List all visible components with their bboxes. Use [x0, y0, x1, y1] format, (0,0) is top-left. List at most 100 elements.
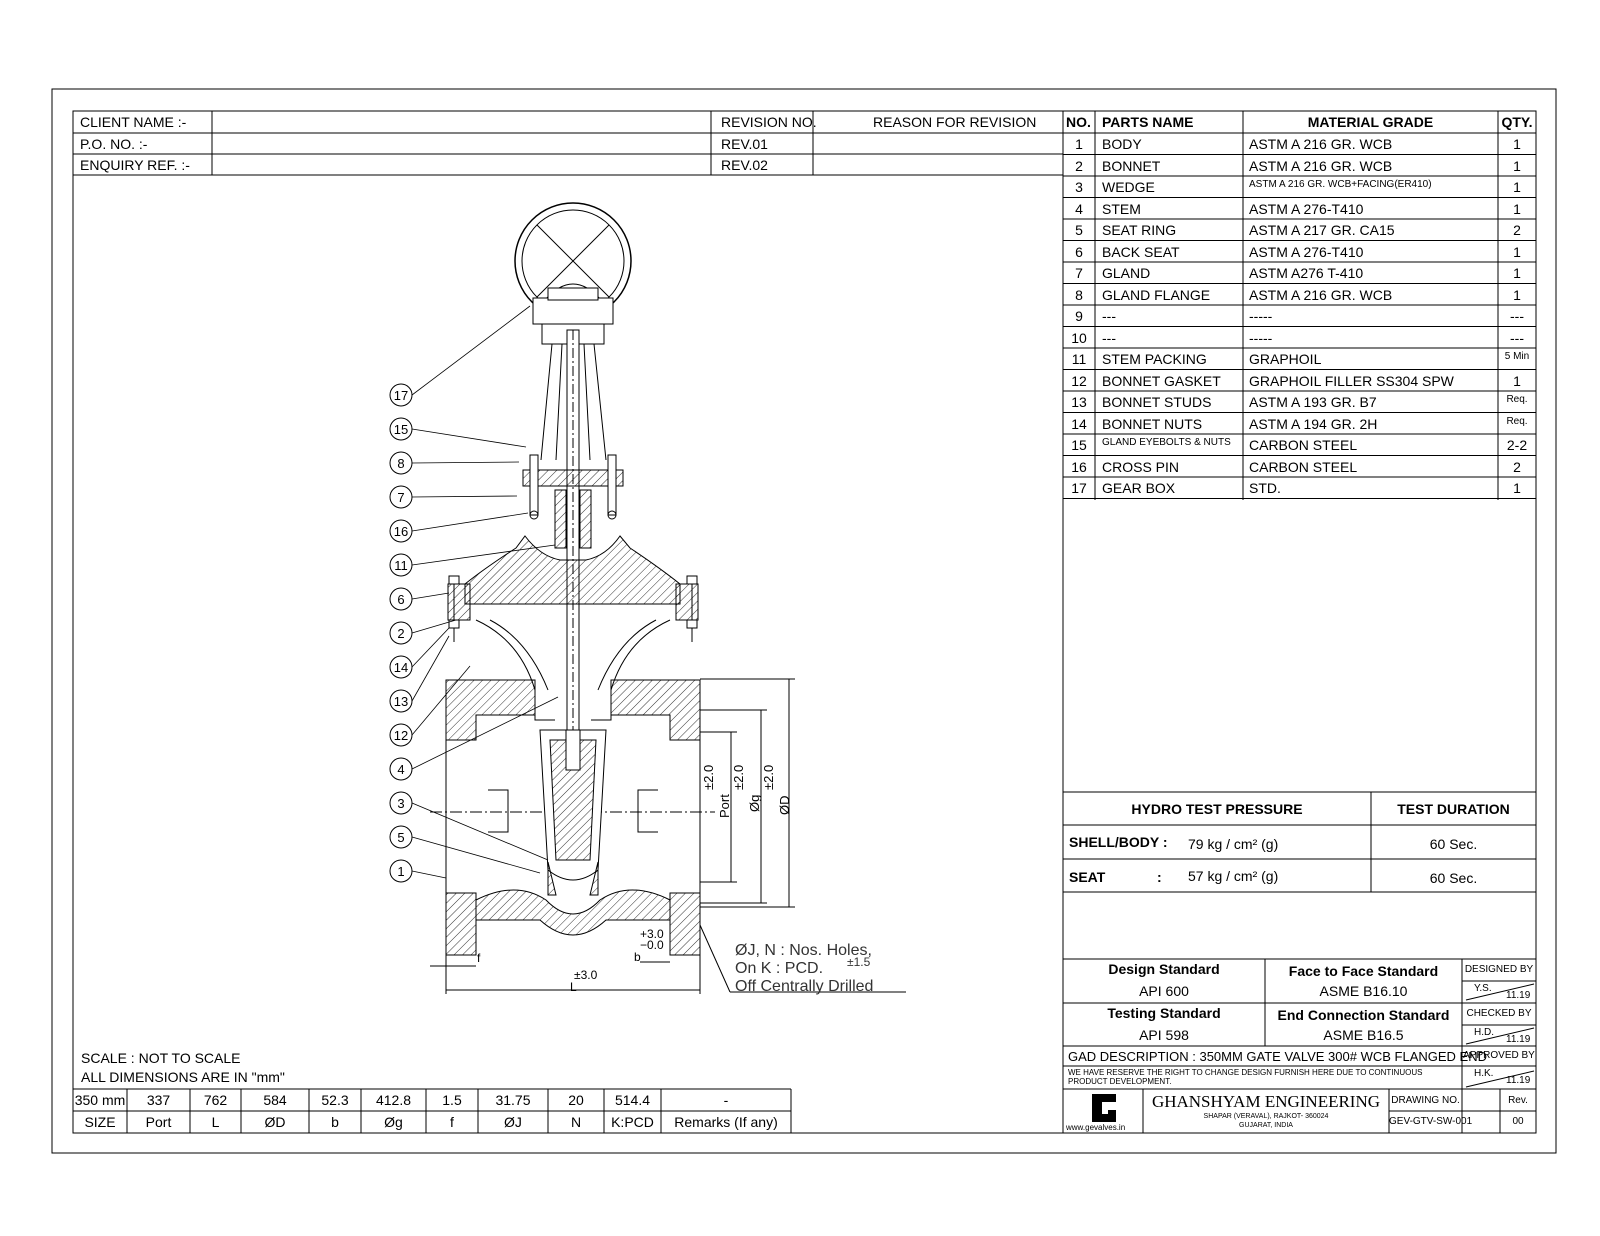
callout-bubble: 4 [389, 696, 559, 781]
holes-note-line-2: On K : PCD. [735, 960, 823, 977]
end-connection-value: ASME B16.5 [1323, 1027, 1404, 1043]
f-label: f [477, 951, 481, 965]
dimension-value: 762 [203, 1092, 228, 1108]
callout-bubble: 15 [389, 417, 527, 448]
l-tolerance: ±3.0 [574, 968, 598, 982]
checked-by-initials: H.D. [1474, 1027, 1494, 1038]
enquiry-ref-label: ENQUIRY REF. :- [80, 157, 190, 173]
dimension-label: Øg [384, 1114, 403, 1130]
g-label: Øg [747, 795, 762, 812]
parts-col-no: NO. [1066, 114, 1091, 130]
part-row-no: 11 [1071, 351, 1087, 367]
part-row-name: WEDGE [1102, 179, 1155, 195]
callout-bubble: 17 [389, 305, 531, 407]
dimension-value: 584 [263, 1092, 287, 1108]
test-duration-title: TEST DURATION [1397, 801, 1510, 817]
dimension-label: Port [145, 1114, 172, 1130]
part-row-qty: 1 [1513, 200, 1521, 217]
parts-col-material: MATERIAL GRADE [1307, 114, 1434, 130]
end-connection-label: End Connection Standard [1277, 1007, 1450, 1023]
part-row-material: CARBON STEEL [1249, 458, 1358, 475]
callout-number: 3 [397, 796, 404, 811]
part-row-no: 14 [1071, 415, 1087, 432]
callout-bubble: 8 [389, 451, 520, 475]
callout-number: 8 [397, 456, 404, 471]
dimension-value: 412.8 [375, 1092, 412, 1108]
wedge [488, 729, 658, 896]
dimension-lines [430, 678, 906, 994]
part-row-no: 2 [1075, 157, 1083, 174]
part-row-name: GLAND FLANGE [1102, 286, 1211, 303]
dimension-label: Remarks (If any) [674, 1114, 778, 1130]
parts-col-qty: QTY. [1501, 114, 1533, 130]
part-row-name: BONNET STUDS [1102, 394, 1212, 410]
dimension-label: SIZE [84, 1114, 116, 1130]
dimension-value: 52.3 [321, 1092, 349, 1108]
callout-number: 7 [397, 490, 404, 505]
port-tolerance: ±2.0 [701, 765, 716, 790]
rev-value: 00 [1512, 1116, 1524, 1127]
l-label: L [570, 980, 577, 994]
callout-number: 1 [397, 864, 404, 879]
part-row-no: 15 [1071, 437, 1087, 453]
part-row-material: ASTM A 217 GR. CA15 [1249, 222, 1395, 238]
part-row-qty: 1 [1513, 286, 1521, 303]
seat-pressure-value: 57 kg / cm² (g) [1188, 868, 1279, 884]
part-row-qty: 2 [1513, 222, 1521, 238]
d-label: ØD [777, 796, 792, 816]
part-row-material: ASTM A 276-T410 [1249, 200, 1364, 217]
part-row-qty: 5 Min [1504, 351, 1530, 362]
part-row-material: ASTM A 194 GR. 2H [1249, 415, 1378, 432]
part-row-no: 6 [1075, 243, 1083, 260]
part-row-material: ASTM A 216 GR. WCB [1249, 157, 1393, 174]
dimension-label: K:PCD [611, 1114, 654, 1130]
shell-body-label: SHELL/BODY : [1069, 834, 1168, 850]
dimension-value: 20 [568, 1092, 584, 1108]
company-website: www.gevalves.in [1066, 1123, 1126, 1132]
part-row-name: BONNET [1102, 157, 1161, 174]
dimension-label: b [331, 1114, 339, 1130]
part-row-no: 13 [1071, 394, 1087, 410]
part-row-no: 4 [1075, 200, 1083, 217]
part-row-qty: --- [1510, 329, 1524, 346]
part-row-name: --- [1102, 308, 1116, 324]
part-row-no: 17 [1071, 480, 1087, 496]
disclaimer-line-2: PRODUCT DEVELOPMENT. [1068, 1077, 1172, 1086]
part-row-name: --- [1102, 329, 1116, 346]
company-address-1: SHAPAR (VERAVAL), RAJKOT- 360024 [1203, 1113, 1329, 1120]
holes-note-line-3: Off Centrally Drilled [735, 978, 873, 995]
yoke-and-stem [522, 329, 624, 731]
part-row-material: ----- [1249, 329, 1273, 346]
callout-bubble: 11 [389, 544, 556, 577]
callout-number: 11 [394, 558, 408, 573]
holes-note-line-1: ØJ, N : Nos. Holes, [735, 942, 872, 959]
callout-bubble: 5 [389, 825, 541, 874]
g-tolerance: ±2.0 [731, 765, 746, 790]
callout-number: 16 [394, 524, 408, 539]
shell-duration-value: 60 Sec. [1429, 836, 1478, 852]
callout-bubble: 14 [389, 627, 450, 679]
seat-label: SEAT [1069, 869, 1106, 885]
part-row-no: 1 [1075, 136, 1083, 152]
d-tolerance: ±2.0 [761, 765, 776, 790]
callout-number: 14 [394, 660, 408, 675]
part-row-qty: 2 [1513, 458, 1521, 475]
disclaimer-line-1: WE HAVE RESERVE THE RIGHT TO CHANGE DESI… [1068, 1068, 1423, 1077]
parts-col-name: PARTS NAME [1102, 114, 1194, 130]
testing-standard-value: API 598 [1139, 1027, 1189, 1043]
part-row-material: ASTM A 216 GR. WCB [1249, 136, 1393, 152]
part-row-no: 8 [1075, 286, 1083, 303]
gad-description: GAD DESCRIPTION : 350MM GATE VALVE 300# … [1068, 1049, 1487, 1064]
part-row-material: ----- [1249, 308, 1273, 324]
part-row-material: GRAPHOIL [1249, 351, 1322, 367]
revision-item: REV.01 [721, 136, 768, 152]
gearbox-handwheel [514, 202, 632, 345]
testing-standard-label: Testing Standard [1107, 1005, 1221, 1021]
part-row-material: ASTM A 193 GR. B7 [1249, 394, 1377, 410]
b-label: b [634, 950, 641, 964]
callout-bubble: 12 [389, 665, 471, 747]
design-standard-value: API 600 [1139, 983, 1189, 999]
po-number-label: P.O. NO. :- [80, 136, 148, 152]
